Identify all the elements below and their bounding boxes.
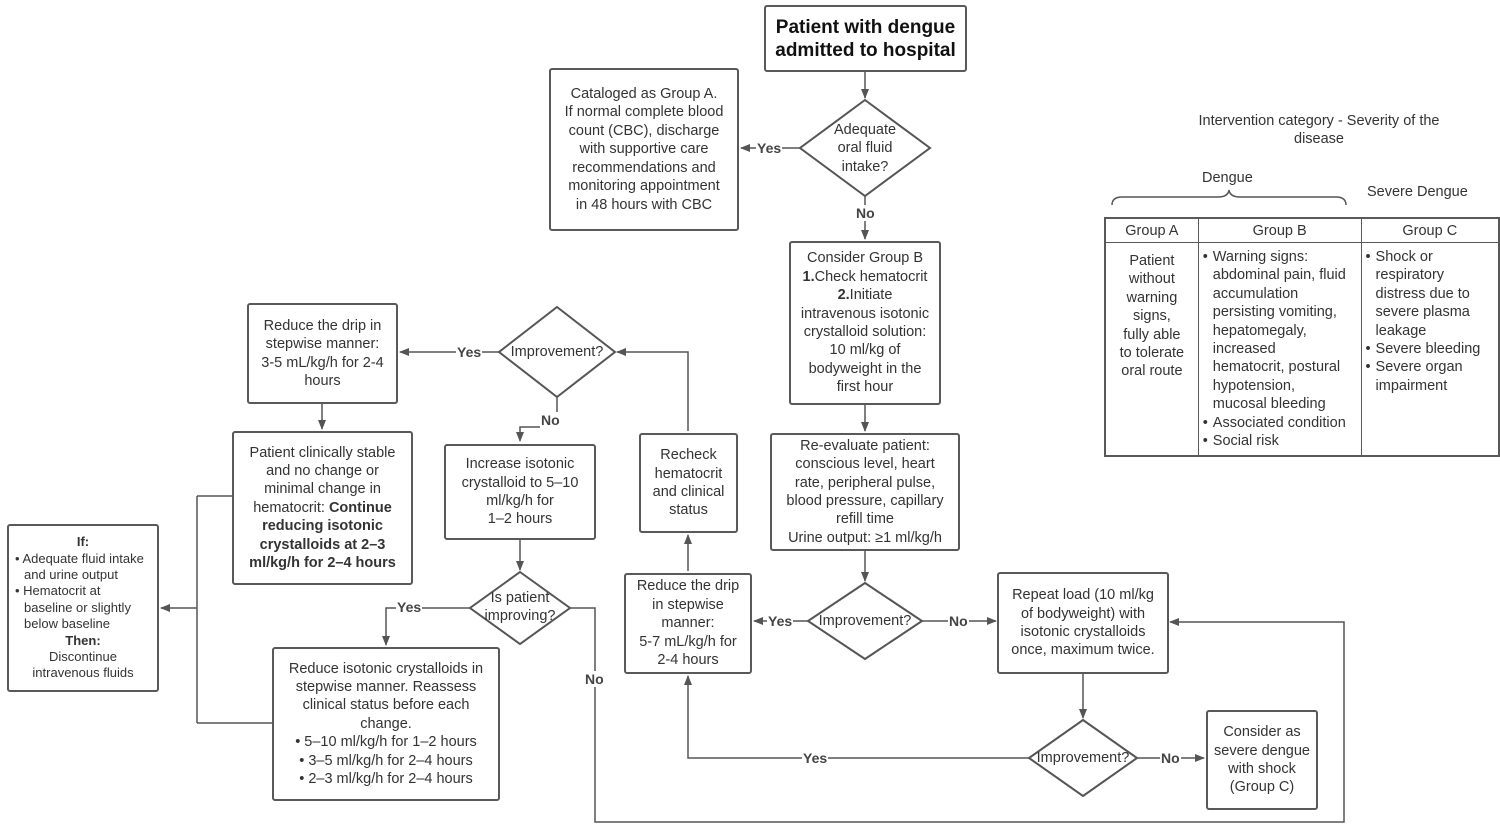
legend-dengue-label: Dengue [1202, 170, 1253, 186]
label-improving-yes: Yes [396, 599, 423, 615]
severity-table-header: Group A Group B Group C [1104, 217, 1500, 243]
label-improving-no: No [584, 671, 605, 687]
header-group-a: Group A [1104, 217, 1199, 243]
label-oral-no: No [855, 205, 876, 221]
reduce-isotonic-stepwise-box: Reduce isotonic crystalloids in stepwise… [272, 647, 500, 801]
discontinue-if-box: If: • Adequate fluid intake and urine ou… [7, 524, 159, 692]
reevaluate-patient-box: Re-evaluate patient: conscious level, he… [770, 433, 960, 551]
cell-group-c: •Shock or respiratory distress due to se… [1360, 242, 1500, 457]
decision-oral-intake-label: Adequate oral fluid intake? [833, 122, 897, 175]
edge-bottom-yes [684, 675, 1029, 759]
severity-table-row: Patient without warning signs, fully abl… [1104, 242, 1500, 457]
decision-improvement-top-label: Improvement? [510, 344, 604, 360]
severe-dengue-shock-box: Consider as severe dengue with shock (Gr… [1206, 710, 1318, 810]
label-bottom-yes: Yes [802, 750, 829, 766]
decision-diamond-improvement-bottom [1027, 718, 1139, 798]
cell-group-a: Patient without warning signs, fully abl… [1104, 242, 1199, 457]
decision-patient-improving-label: Is patient improving? [484, 590, 556, 625]
cell-group-b: •Warning signs: abdominal pain, fluid ac… [1197, 242, 1362, 457]
label-center-yes: Yes [767, 613, 794, 629]
label-top-yes: Yes [456, 344, 483, 360]
dengue-brace [1111, 189, 1347, 206]
reduce-drip-5-7-box: Reduce the drip in stepwise manner: 5-7 … [624, 573, 752, 674]
edge-recheck-to-improvement [616, 348, 689, 431]
header-group-b: Group B [1197, 217, 1362, 243]
decision-improvement-center-label: Improvement? [818, 613, 912, 629]
decision-diamond-patient-improving [468, 570, 572, 646]
edge-improving-yes [382, 607, 470, 646]
label-bottom-no: No [1160, 750, 1181, 766]
increase-crystalloid-box: Increase isotonic crystalloid to 5–10 ml… [444, 444, 596, 540]
label-oral-yes: Yes [756, 140, 783, 156]
edge-improving-no [570, 607, 1345, 823]
decision-improvement-bottom-label: Improvement? [1036, 750, 1130, 766]
group-b-initial-box: Consider Group B 1.Check hematocrit 2.In… [789, 241, 941, 405]
legend-title: Intervention category - Severity of the … [1198, 113, 1440, 148]
legend-severe-dengue-label: Severe Dengue [1367, 184, 1468, 200]
reduce-drip-3-5-box: Reduce the drip in stepwise manner: 3-5 … [247, 303, 398, 404]
decision-diamond-improvement-center [806, 581, 924, 661]
start-node: Patient with dengue admitted to hospital [764, 5, 967, 72]
label-top-no: No [540, 412, 561, 428]
severity-table: Group A Group B Group C Patient without … [1104, 217, 1500, 458]
recheck-hematocrit-box: Recheck hematocrit and clinical status [639, 433, 738, 533]
repeat-load-box: Repeat load (10 ml/kg of bodyweight) wit… [997, 572, 1169, 674]
header-group-c: Group C [1360, 217, 1500, 243]
label-center-no: No [948, 613, 969, 629]
clinically-stable-box: Patient clinically stable and no change … [232, 431, 413, 585]
group-a-discharge-box: Cataloged as Group A. If normal complete… [549, 68, 739, 231]
